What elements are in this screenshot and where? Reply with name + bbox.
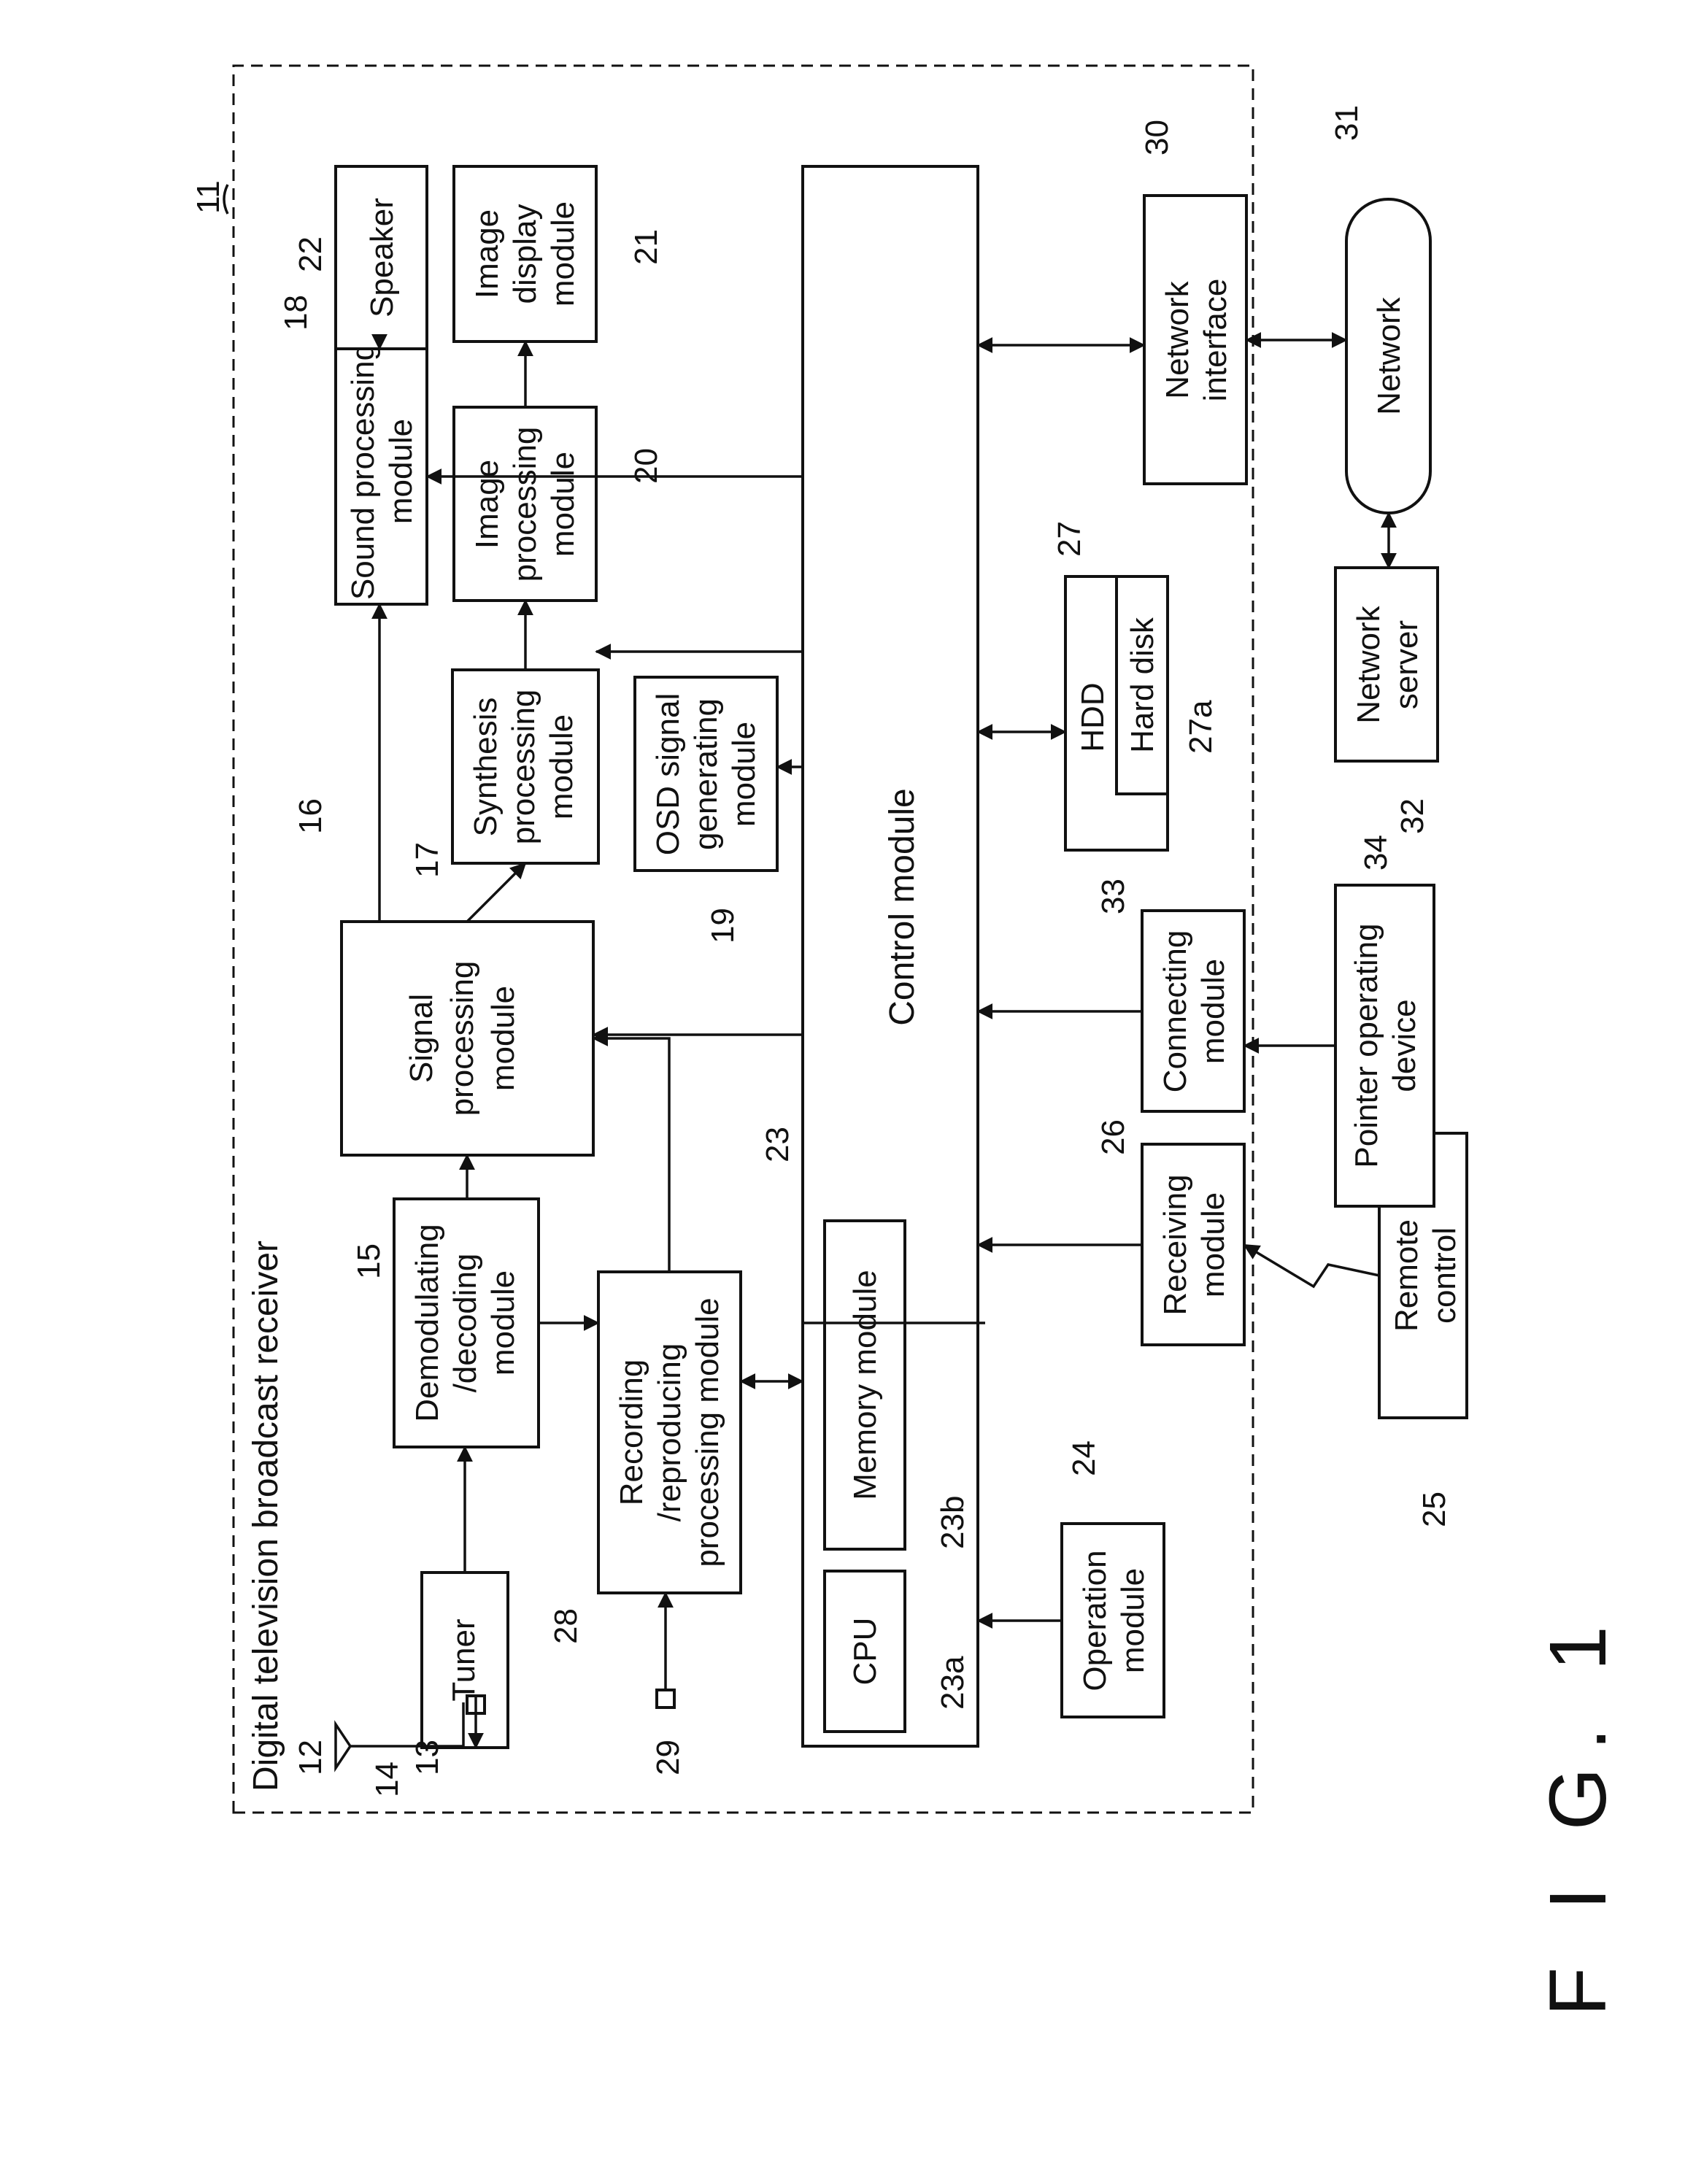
netserver-ref: 32 xyxy=(1395,798,1430,834)
imgdisp-line-3: module xyxy=(545,201,581,306)
control-label: Control module xyxy=(883,788,922,1026)
osd-ref: 19 xyxy=(705,908,741,944)
operation-line-1: Operation xyxy=(1077,1550,1113,1691)
synthesis-processing-block: Synthesis processing module xyxy=(452,670,598,863)
rec-line-3: processing module xyxy=(690,1297,725,1567)
imgproc-line-2: processing xyxy=(507,427,543,582)
receiving-ref: 26 xyxy=(1095,1119,1131,1155)
netserver-line-1: Network xyxy=(1351,605,1387,723)
harddisk-label: Hard disk xyxy=(1125,617,1160,753)
remote-ref: 25 xyxy=(1416,1492,1452,1527)
demod-line-3: module xyxy=(485,1270,521,1375)
external-input-terminal xyxy=(657,1690,674,1708)
control-ref: 23 xyxy=(760,1127,795,1162)
sound-line-2: module xyxy=(383,419,419,524)
network-server-block: Network server xyxy=(1335,568,1438,761)
connecting-ref: 33 xyxy=(1095,879,1131,914)
sound-line-1: Sound processing xyxy=(345,343,381,600)
hdd-ref: 27 xyxy=(1052,521,1087,557)
signal-line-1: Signal xyxy=(404,994,439,1083)
receiving-line-1: Receiving xyxy=(1157,1174,1193,1315)
harddisk-ref: 27a xyxy=(1183,700,1219,754)
image-display-ref: 21 xyxy=(628,229,664,265)
remote-line-2: control xyxy=(1427,1227,1462,1324)
image-proc-ref: 20 xyxy=(628,448,664,484)
pointer-ref: 34 xyxy=(1358,835,1394,871)
signal-line-3: module xyxy=(485,986,521,1091)
synth-line-2: processing xyxy=(506,690,541,845)
enclosure-ref: 11 xyxy=(190,180,226,214)
netserver-line-2: server xyxy=(1389,620,1424,709)
synth-line-3: module xyxy=(544,714,579,819)
speaker-label: Speaker xyxy=(364,198,400,317)
network-label: Network xyxy=(1371,296,1407,414)
connecting-line-1: Connecting xyxy=(1157,930,1193,1093)
cpu-ref: 23a xyxy=(935,1656,971,1710)
cpu-block: CPU xyxy=(825,1571,905,1732)
operation-ref: 24 xyxy=(1066,1440,1102,1476)
operation-line-2: module xyxy=(1115,1568,1151,1673)
tuner-block: Tuner xyxy=(422,1573,508,1748)
antenna-ref: 12 xyxy=(293,1740,328,1775)
tuner-label: Tuner xyxy=(446,1618,482,1701)
hdd-block: HDD Hard disk xyxy=(1065,576,1168,850)
antenna-input-ref: 13 xyxy=(409,1740,445,1775)
image-processing-block: Image processing module xyxy=(454,407,596,601)
rec-line-2: /reproducing xyxy=(652,1343,687,1522)
speaker-ref: 22 xyxy=(293,236,328,272)
signal-ref: 16 xyxy=(293,798,328,834)
figure-label: F I G. 1 xyxy=(1533,1608,1623,2016)
receiving-line-2: module xyxy=(1195,1192,1231,1297)
tuner-ref: 14 xyxy=(369,1762,405,1797)
network-ref: 31 xyxy=(1329,105,1365,141)
operation-module-block: Operation module xyxy=(1062,1524,1164,1717)
demod-line-2: /decoding xyxy=(447,1254,483,1393)
memory-ref: 23b xyxy=(935,1496,971,1549)
netif-line-1: Network xyxy=(1160,280,1195,398)
synth-line-1: Synthesis xyxy=(468,698,504,837)
osd-line-1: OSD signal xyxy=(650,693,686,856)
speaker-block: Speaker xyxy=(336,166,427,349)
image-display-block: Image display module xyxy=(454,166,596,342)
recording-ref: 28 xyxy=(548,1608,584,1644)
demodulating-decoding-block: Demodulating /decoding module xyxy=(394,1199,539,1447)
enclosure-title: Digital television broadcast receiver xyxy=(247,1240,285,1791)
connecting-module-block: Connecting module xyxy=(1142,911,1244,1111)
imgdisp-line-1: Image xyxy=(469,209,505,298)
osd-line-2: generating xyxy=(688,698,724,850)
memory-module-block: Memory module xyxy=(825,1221,905,1549)
imgdisp-line-2: display xyxy=(507,204,543,304)
signal-processing-block: Signal processing module xyxy=(342,922,593,1155)
cpu-label: CPU xyxy=(847,1618,883,1686)
demod-line-1: Demodulating xyxy=(409,1224,445,1422)
imgproc-line-3: module xyxy=(545,452,581,557)
remote-line-1: Remote xyxy=(1389,1219,1424,1332)
demod-ref: 15 xyxy=(351,1243,387,1279)
osd-signal-block: OSD signal generating module xyxy=(635,677,777,871)
receiving-module-block: Receiving module xyxy=(1142,1144,1244,1345)
memory-label: Memory module xyxy=(847,1270,883,1500)
sound-ref: 18 xyxy=(278,295,314,331)
external-input-ref: 29 xyxy=(650,1740,686,1775)
osd-line-3: module xyxy=(726,722,762,827)
network-interface-block: Network interface xyxy=(1144,196,1246,484)
rec-line-1: Recording xyxy=(614,1359,649,1506)
netif-line-2: interface xyxy=(1198,279,1233,402)
sound-processing-block: Sound processing module xyxy=(336,338,427,604)
network-block: Network xyxy=(1346,199,1430,513)
pointer-line-2: device xyxy=(1387,999,1422,1092)
connecting-line-2: module xyxy=(1195,959,1231,1064)
pointer-operating-device-block: Pointer operating device xyxy=(1335,885,1434,1206)
recording-reproducing-block: Recording /reproducing processing module xyxy=(598,1272,741,1593)
synthesis-ref: 17 xyxy=(409,842,445,878)
pointer-line-1: Pointer operating xyxy=(1349,923,1384,1168)
hdd-label: HDD xyxy=(1075,682,1111,752)
signal-line-2: processing xyxy=(444,961,480,1116)
imgproc-line-1: Image xyxy=(469,460,505,549)
netif-ref: 30 xyxy=(1139,120,1175,155)
